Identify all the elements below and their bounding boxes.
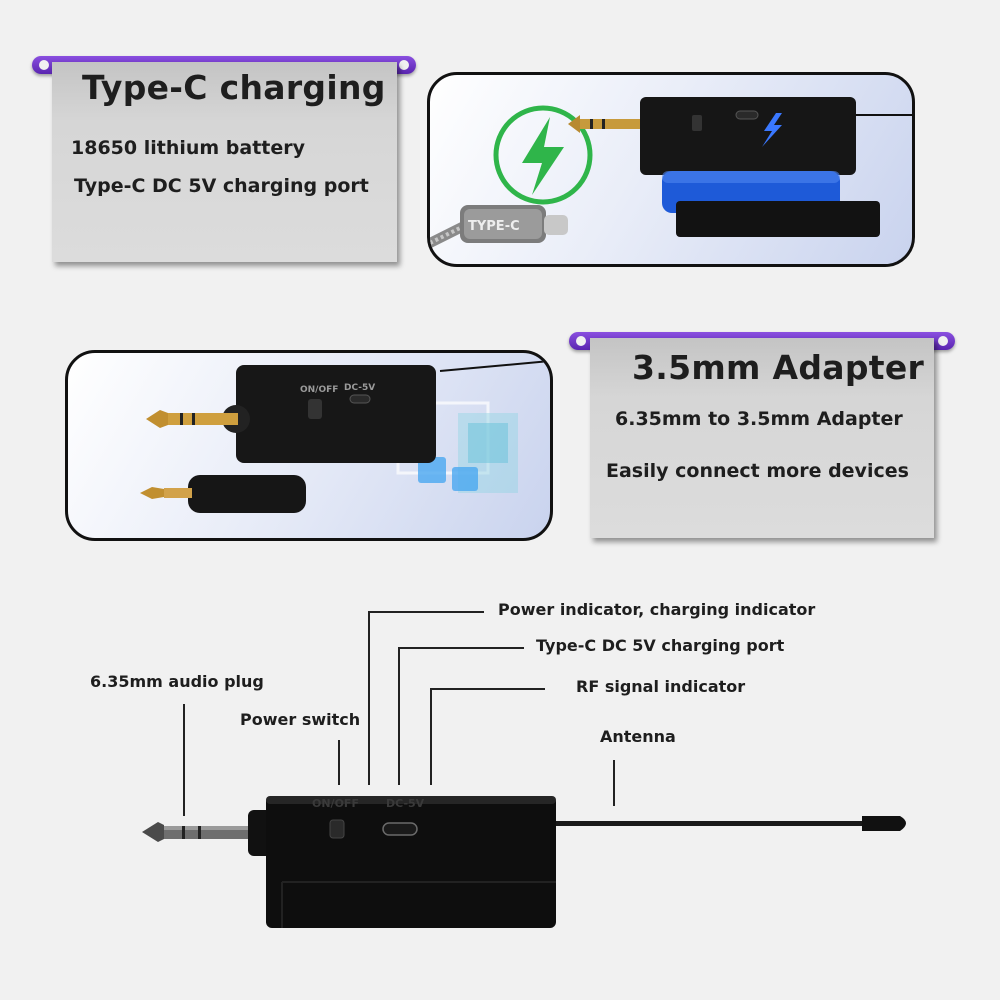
callout-antenna: Antenna [600,727,676,746]
adapter-photo-illustration [140,360,550,513]
jack-plug-icon [568,115,640,133]
adapter-photo-port-mark: DC-5V [344,383,376,393]
leader-line-power-indicator [368,611,370,785]
type-c-cable-label: TYPE-C [468,219,520,234]
type-c-port-icon [382,822,418,836]
adapter-card-line-adapter: 6.35mm to 3.5mm Adapter [615,408,903,430]
leader-line-power-indicator-h [368,611,484,613]
callout-rf-indicator: RF signal indicator [576,677,746,696]
device-switch-mark: ON/OFF [312,797,359,810]
charging-card-line-battery: 18650 lithium battery [71,137,306,159]
callout-power-indicator: Power indicator, charging indicator [498,600,816,619]
charging-card-title: Type-C charging [82,68,386,107]
charging-bolt-icon [493,105,593,205]
adapter-photo-panel: ON/OFF DC-5V [65,350,553,541]
audio-plug-icon [142,810,274,856]
leader-line-audio-plug [183,704,185,816]
adapter-card-title: 3.5mm Adapter [632,348,925,387]
callout-charging-port: Type-C DC 5V charging port [536,636,785,655]
leader-line-rf-indicator-h [430,688,545,690]
type-c-connector-icon [460,205,568,243]
leader-line-power-switch [338,740,340,785]
charging-info-card: Type-C charging 18650 lithium battery Ty… [52,62,397,262]
callout-power-switch: Power switch [240,710,361,729]
adapter-info-card: 3.5mm Adapter 6.35mm to 3.5mm Adapter Ea… [590,338,934,538]
leader-line-rf-indicator [430,688,432,785]
antenna-icon [554,816,906,831]
leader-line-antenna [613,760,615,806]
device-port-mark: DC-5V [386,797,425,810]
large-plug-icon [146,405,250,433]
leader-line-charging-port-h [398,647,524,649]
charging-card-line-port: Type-C DC 5V charging port [74,175,369,197]
glass-cube-icon [418,457,478,491]
leader-line-charging-port [398,647,400,785]
adapter-card-line-devices: Easily connect more devices [606,460,909,482]
adapter-photo-switch-mark: ON/OFF [300,385,339,395]
adapter-3-5mm-icon [140,475,306,513]
callout-audio-plug: 6.35mm audio plug [90,672,264,691]
receiver-device-illustration [142,796,906,928]
power-switch-icon [329,819,345,839]
charging-photo-illustration [430,97,912,248]
charging-photo-panel: TYPE-C [427,72,915,267]
